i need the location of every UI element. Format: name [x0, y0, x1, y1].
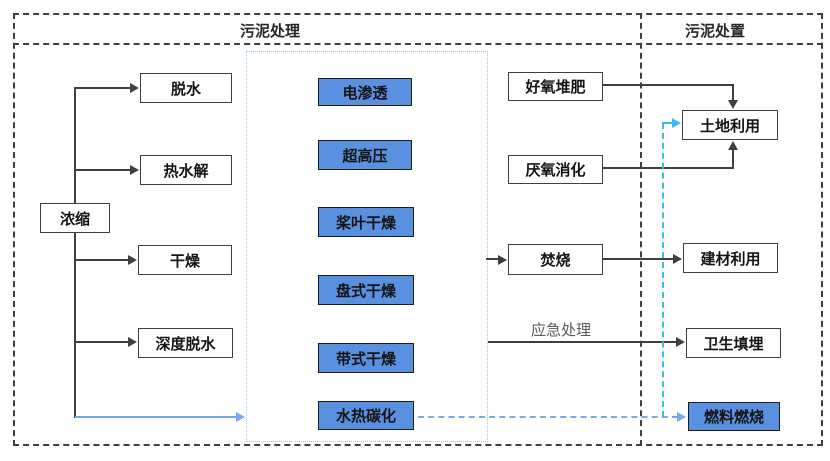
section-title-disposal: 污泥处置	[684, 23, 745, 40]
trunk-line	[74, 87, 76, 418]
emergency-treatment-label: 应急处理	[530, 322, 591, 339]
arrowhead-dewatering	[130, 83, 139, 93]
arrowhead-thermal-hydrolysis	[130, 165, 139, 175]
edge-composting-h	[603, 84, 734, 86]
node-drying: 干燥	[138, 245, 232, 275]
node-land-use: 土地利用	[682, 110, 778, 140]
node-dewatering: 脱水	[140, 73, 232, 103]
node-electro-osmosis: 电渗透	[318, 78, 412, 106]
edge-incineration-to-building	[603, 258, 675, 260]
node-deep-dewatering: 深度脱水	[138, 328, 233, 358]
arrowhead-drying	[128, 255, 137, 265]
edge-digestion-h	[603, 167, 734, 169]
section-title-treatment: 污泥处理	[239, 23, 300, 40]
arrowhead-land-use-top	[728, 100, 738, 109]
treatment-methods-container	[246, 51, 488, 442]
node-paddle-drying: 桨叶干燥	[318, 207, 414, 237]
node-thermal-hydrolysis: 热水解	[140, 155, 232, 185]
node-hydrothermal-carbonization: 水热碳化	[318, 401, 414, 430]
arrowhead-deep-dewatering	[128, 337, 137, 347]
edge-to-dewatering	[74, 87, 132, 89]
node-thickening: 浓缩	[40, 203, 110, 233]
node-anaerobic-digestion: 厌氧消化	[508, 155, 603, 184]
section-separator-line	[640, 13, 642, 446]
edge-to-thermal-hydrolysis	[74, 169, 132, 171]
header-divider-line	[13, 43, 823, 45]
node-ultra-high-pressure: 超高压	[318, 140, 412, 170]
node-sanitary-landfill: 卫生填埋	[686, 328, 781, 358]
edge-blue-trunk-to-container	[75, 416, 238, 418]
arrowhead-incineration	[498, 255, 507, 265]
edge-composting-v	[732, 84, 734, 101]
node-incineration: 焚烧	[508, 244, 603, 275]
edge-dashed-to-fuel-combustion	[418, 416, 678, 418]
edge-emergency-to-landfill	[488, 341, 678, 343]
outer-dashed-frame	[13, 13, 823, 446]
edge-dashed-cyan-vertical	[662, 123, 664, 417]
edge-dashed-cyan-to-land-use	[662, 122, 674, 124]
arrowhead-cyan-land-use	[672, 118, 681, 128]
arrowhead-land-use-bottom	[728, 141, 738, 150]
arrowhead-fuel-combustion	[677, 412, 686, 422]
node-disc-drying: 盘式干燥	[318, 275, 414, 305]
edge-to-deep-dewatering	[74, 341, 130, 343]
edge-into-incineration	[486, 258, 500, 260]
edge-digestion-v	[732, 150, 734, 169]
node-belt-drying: 带式干燥	[318, 343, 414, 373]
node-building-material-use: 建材利用	[683, 243, 778, 273]
arrowhead-blue-container	[236, 412, 245, 422]
arrowhead-building-material	[673, 254, 682, 264]
node-fuel-combustion: 燃料燃烧	[688, 402, 780, 431]
node-aerobic-composting: 好氧堆肥	[508, 72, 603, 101]
edge-to-drying	[74, 259, 130, 261]
arrowhead-sanitary-landfill	[676, 337, 685, 347]
